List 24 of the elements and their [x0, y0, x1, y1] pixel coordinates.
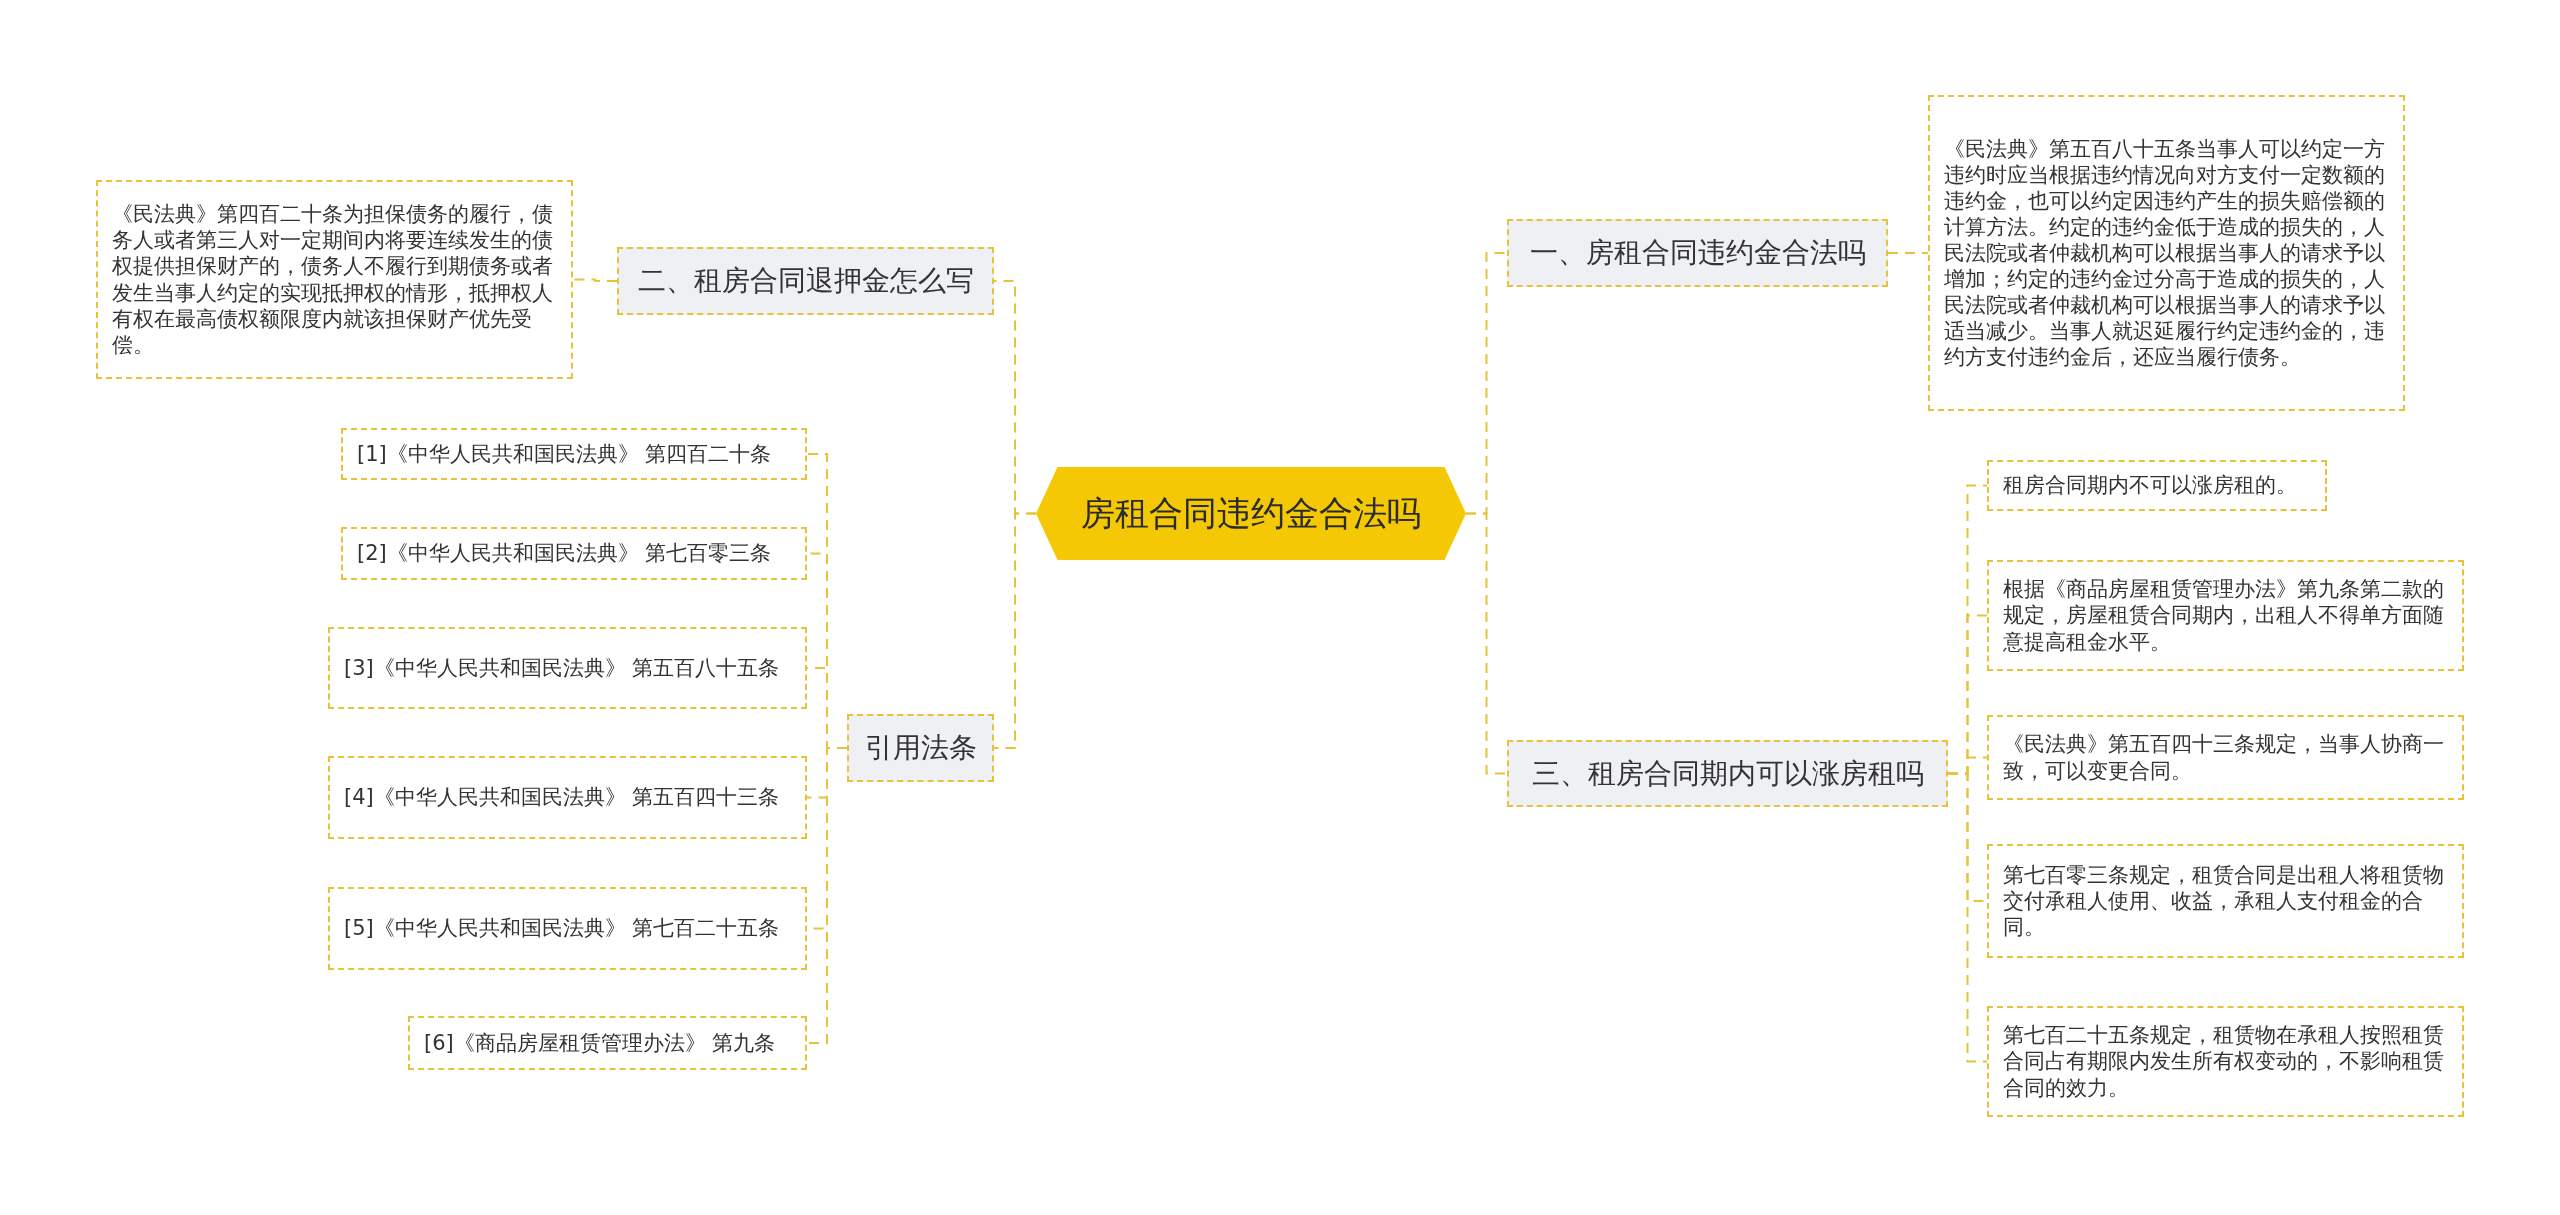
note-box: [1]《中华人民共和国民法典》 第四百二十条 — [341, 428, 807, 480]
connector-line — [806, 747, 848, 1044]
note-box: [4]《中华人民共和国民法典》 第五百四十三条 — [328, 756, 807, 839]
topic-box: 一、房租合同违约金合法吗 — [1507, 219, 1888, 287]
connector-line — [1887, 252, 1929, 254]
note-box: 第七百二十五条规定，租赁物在承租人按照租赁合同占有期限内发生所有权变动的，不影响租赁合同的效力。 — [1987, 1006, 2464, 1117]
connector-line — [993, 512, 1037, 749]
central-topic: 房租合同违约金合法吗 — [1036, 467, 1466, 560]
note-box: 租房合同期内不可以涨房租的。 — [1987, 460, 2327, 511]
note-box: [6]《商品房屋租赁管理办法》 第九条 — [408, 1016, 807, 1070]
note-box: 《民法典》第五百八十五条当事人可以约定一方违约时应当根据违约情况向对方支付一定数额的违约金，也可以约定因违约产生的损失赔偿额的计算方法。约定的违约金低于造成的损失的，人民法院或者仲裁机构可以根据当事人的请求予以增加；约定的违约金过分高于造成的损失的，人民法院或者仲裁机构可以根据当事人的请求予以适当减少。当事人就迟延履行约定违约金的，违约方支付违约金后，还应当履行债务。 — [1928, 95, 2405, 411]
connector-line — [572, 278, 618, 282]
note-box: 《民法典》第四百二十条为担保债务的履行，债务人或者第三人对一定期间内将要连续发生的债权提供担保财产的，债务人不履行到期债务或者发生当事人约定的实现抵押权的情形，抵押权人有权在最高债权额限度内就该担保财产优先受偿。 — [96, 180, 573, 379]
note-box: [3]《中华人民共和国民法典》 第五百八十五条 — [328, 627, 807, 709]
topic-box: 二、租房合同退押金怎么写 — [617, 247, 994, 315]
note-box: [5]《中华人民共和国民法典》 第七百二十五条 — [328, 887, 807, 970]
topic-box: 三、租房合同期内可以涨房租吗 — [1507, 740, 1948, 807]
note-box: 根据《商品房屋租赁管理办法》第九条第二款的规定，房屋租赁合同期内，出租人不得单方面随意提高租金水平。 — [1987, 560, 2464, 671]
note-box: 第七百零三条规定，租赁合同是出租人将租赁物交付承租人使用、收益，承租人支付租金的合同。 — [1987, 844, 2464, 958]
topic-box: 引用法条 — [847, 714, 994, 782]
connector-line — [1465, 512, 1508, 775]
connector-line — [1947, 772, 1988, 1063]
note-box: [2]《中华人民共和国民法典》 第七百零三条 — [341, 527, 807, 580]
note-box: 《民法典》第五百四十三条规定，当事人协商一致，可以变更合同。 — [1987, 715, 2464, 800]
